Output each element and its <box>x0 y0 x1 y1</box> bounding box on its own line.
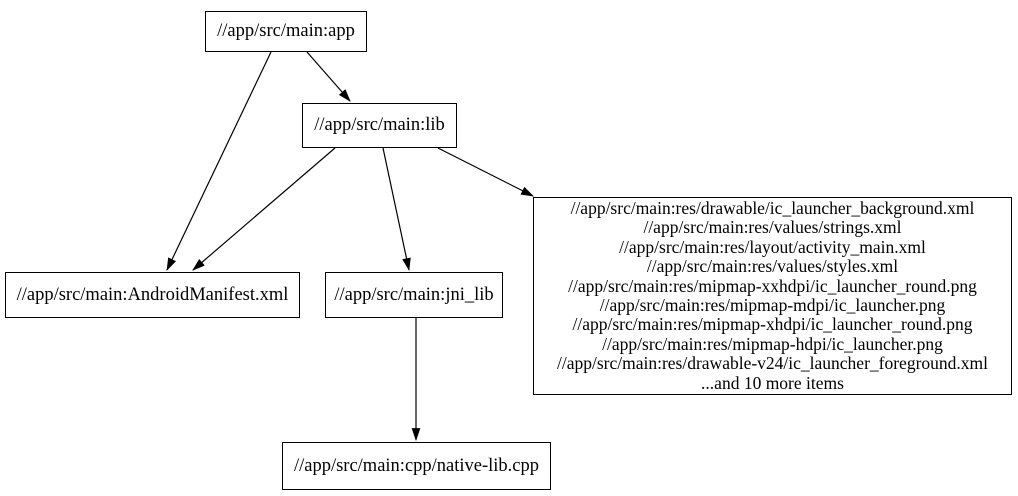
res-line: //app/src/main:res/drawable/ic_launcher_… <box>570 197 975 218</box>
res-line: //app/src/main:res/layout/activity_main.… <box>619 236 926 257</box>
node-app-label: //app/src/main:app <box>217 21 355 41</box>
node-native-lib-cpp-label: //app/src/main:cpp/native-lib.cpp <box>293 455 540 476</box>
node-androidmanifest: //app/src/main:AndroidManifest.xml <box>5 272 300 318</box>
edge-lib-manifest <box>192 147 336 271</box>
edge-app-manifest <box>166 51 272 271</box>
node-jni-lib-label: //app/src/main:jni_lib <box>334 284 494 305</box>
edge-lib-res <box>437 147 534 197</box>
res-line: //app/src/main:res/mipmap-mdpi/ic_launch… <box>599 295 946 315</box>
node-lib: //app/src/main:lib <box>302 103 457 148</box>
res-line: //app/src/main:res/values/styles.xml <box>646 256 899 277</box>
node-lib-label: //app/src/main:lib <box>314 115 445 135</box>
node-androidmanifest-label: //app/src/main:AndroidManifest.xml <box>16 284 289 305</box>
res-line-more-items: ...and 10 more items <box>701 372 844 393</box>
res-line: //app/src/main:res/mipmap-xxhdpi/ic_laun… <box>568 275 977 296</box>
node-res-file-group: //app/src/main:res/drawable/ic_launcher_… <box>533 197 1012 395</box>
res-line: //app/src/main:res/mipmap-hdpi/ic_launch… <box>602 333 943 354</box>
res-line: //app/src/main:res/values/strings.xml <box>643 217 902 238</box>
edge-lib-jnilib <box>382 147 411 272</box>
res-line: //app/src/main:res/drawable-v24/ic_launc… <box>556 353 989 374</box>
res-line: //app/src/main:res/mipmap-xhdpi/ic_launc… <box>572 314 973 335</box>
edge-app-lib <box>306 51 351 102</box>
node-app: //app/src/main:app <box>205 11 367 52</box>
node-native-lib-cpp: //app/src/main:cpp/native-lib.cpp <box>282 442 551 490</box>
node-jni-lib: //app/src/main:jni_lib <box>325 272 503 318</box>
